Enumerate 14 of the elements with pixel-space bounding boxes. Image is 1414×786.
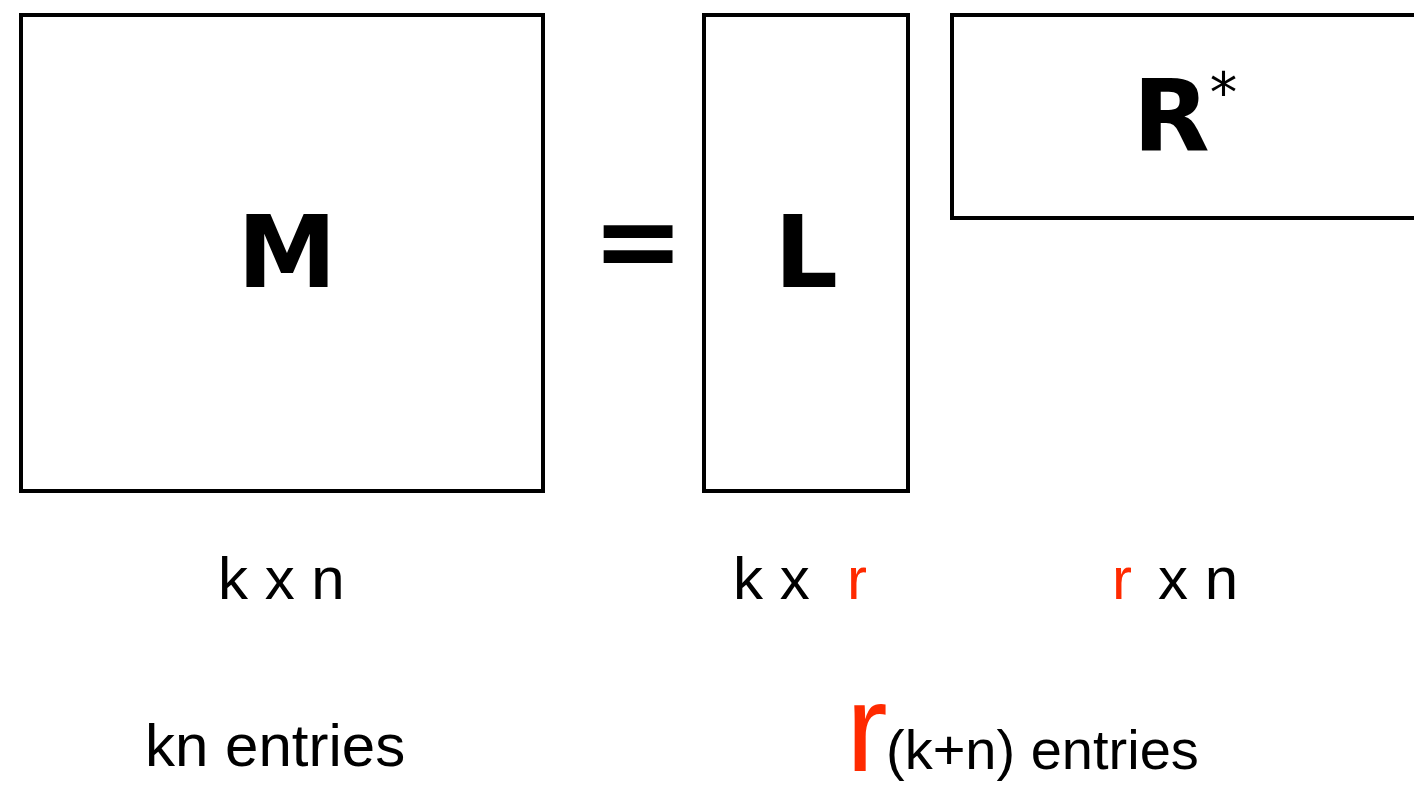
dimension-text: x n bbox=[1158, 549, 1239, 609]
dimension-text: k x n bbox=[218, 549, 345, 609]
matrix-box bbox=[950, 13, 1414, 220]
rank-symbol: r bbox=[1112, 549, 1132, 609]
rank-symbol: r bbox=[847, 549, 867, 609]
rank-symbol: r bbox=[846, 665, 888, 786]
entry-count-text: kn entries bbox=[145, 716, 406, 776]
matrix-symbol: L bbox=[774, 203, 838, 303]
matrix-symbol: M bbox=[237, 203, 337, 303]
matrix-box bbox=[702, 13, 910, 493]
equals-sign: = bbox=[592, 186, 685, 296]
dimension-text: k x bbox=[733, 549, 810, 609]
matrix-box bbox=[19, 13, 545, 493]
matrix-symbol: R$^{*}$ bbox=[1132, 66, 1238, 167]
